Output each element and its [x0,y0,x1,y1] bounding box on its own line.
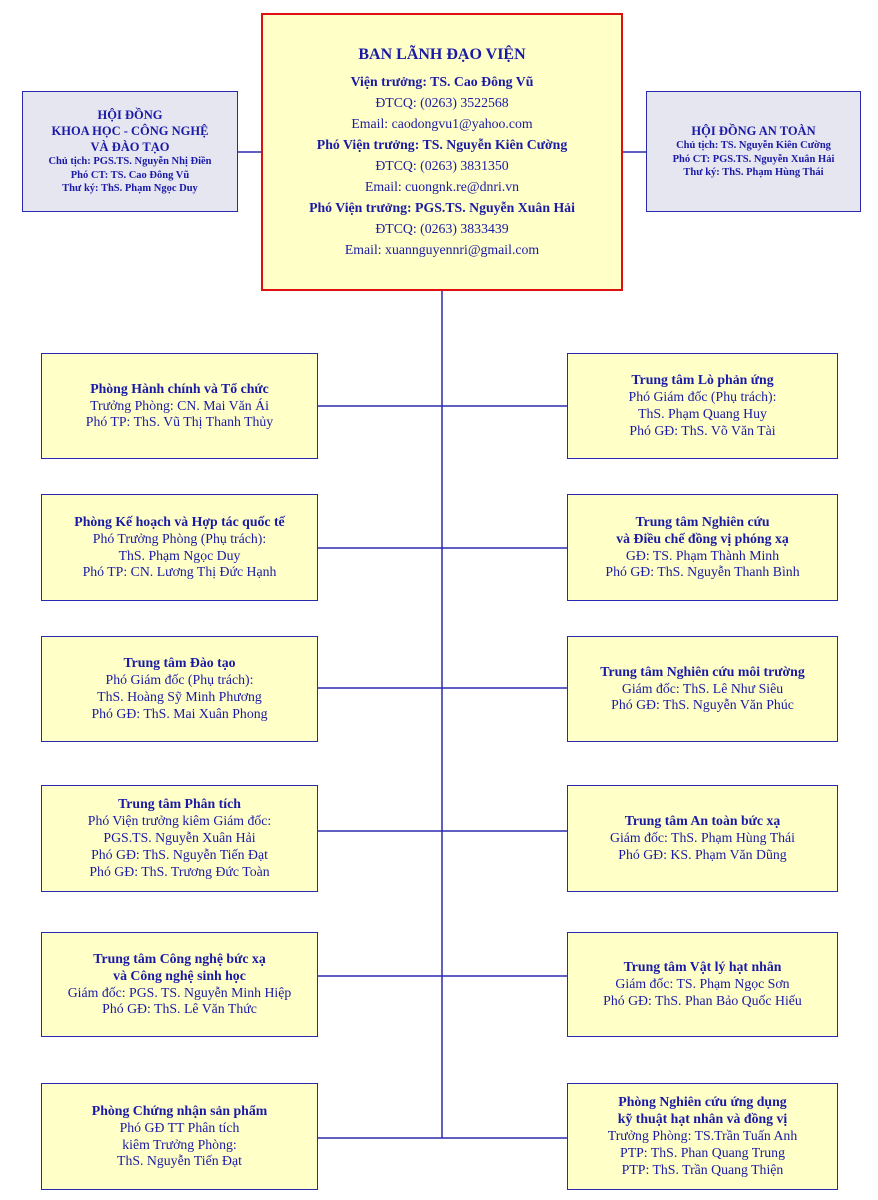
unit-training-center: Trung tâm Đào tạo Phó Giám đốc (Phụ trác… [41,636,318,742]
unit-analysis-center: Trung tâm Phân tích Phó Viện trưởng kiêm… [41,785,318,892]
unit-title: Trung tâm Nghiên cứu [635,513,770,529]
unit-line: kiêm Trưởng Phòng: [122,1136,237,1152]
deputy-2-phone: ĐTCQ: (0263) 3833439 [375,220,509,236]
unit-line: Giám đốc: ThS. Lê Như Siêu [621,680,784,696]
unit-line: Trưởng Phòng: CN. Mai Văn Ái [90,397,269,413]
deputy-1-email: Email: cuongnk.re@dnri.vn [364,178,520,194]
deputy-2-email: Email: xuannguyennri@gmail.com [344,241,540,257]
unit-line: Phó GĐ: ThS. Nguyễn Tiến Đạt [91,846,268,862]
unit-radiation-safety-center: Trung tâm An toàn bức xạ Giám đốc: ThS. … [567,785,838,892]
science-council-chair: Chủ tịch: PGS.TS. Nguyễn Nhị Điền [48,156,212,168]
unit-title: Trung tâm Đào tạo [123,655,236,671]
deputy-1-phone: ĐTCQ: (0263) 3831350 [375,157,509,173]
unit-line: Phó GĐ: ThS. Mai Xuân Phong [91,705,268,721]
unit-environment-center: Trung tâm Nghiên cứu môi trường Giám đốc… [567,636,838,742]
unit-line: Phó Giám đốc (Phụ trách): [105,672,254,688]
unit-admin-office: Phòng Hành chính và Tổ chức Trưởng Phòng… [41,353,318,459]
unit-line: ThS. Phạm Quang Huy [638,406,767,421]
unit-title: và Điều chế đồng vị phóng xạ [616,530,789,546]
unit-title: Phòng Chứng nhận sản phẩm [91,1102,268,1118]
deputy-1-line: Phó Viện trưởng: TS. Nguyễn Kiên Cường [316,136,568,152]
safety-council-box: HỘI ĐỒNG AN TOÀN Chủ tịch: TS. Nguyễn Ki… [646,91,861,212]
unit-line: Phó GĐ: ThS. Phan Bảo Quốc Hiếu [603,992,802,1008]
unit-isotope-center: Trung tâm Nghiên cứu và Điều chế đồng vị… [567,494,838,601]
unit-line: Phó GĐ: ThS. Nguyễn Thanh Bình [605,564,800,580]
unit-line: Trưởng Phòng: TS.Trần Tuấn Anh [607,1128,798,1144]
unit-line: Phó GĐ: ThS. Nguyễn Văn Phúc [611,697,794,713]
unit-line: Phó Giám đốc (Phụ trách): [628,389,777,405]
unit-line: GĐ: TS. Phạm Thành Minh [625,547,780,563]
unit-line: Giám đốc: PGS. TS. Nguyễn Minh Hiệp [67,984,292,1000]
unit-line: Phó GĐ: ThS. Lê Văn Thức [102,1001,257,1017]
unit-line: Phó GĐ: KS. Phạm Văn Dũng [618,846,787,862]
unit-reactor-center: Trung tâm Lò phản ứng Phó Giám đốc (Phụ … [567,353,838,459]
unit-title: Phòng Nghiên cứu ứng dụng [618,1094,787,1110]
unit-line: PTP: ThS. Trần Quang Thiện [621,1161,784,1177]
unit-line: ThS. Hoàng Sỹ Minh Phương [97,689,262,704]
unit-radiation-biotech-center: Trung tâm Công nghệ bức xạ và Công nghệ … [41,932,318,1037]
science-council-title-1: HỘI ĐỒNG [97,108,163,123]
unit-line: Phó GĐ: ThS. Võ Văn Tài [629,422,776,438]
unit-line: Phó Trưởng Phòng (Phụ trách): [92,530,267,546]
unit-planning-office: Phòng Kế hoạch và Hợp tác quốc tế Phó Tr… [41,494,318,601]
unit-line: Phó TP: ThS. Vũ Thị Thanh Thủy [85,414,274,430]
science-council-title-2: KHOA HỌC - CÔNG NGHỆ [51,124,209,139]
unit-line: Giám đốc: ThS. Phạm Hùng Thái [610,830,795,846]
safety-council-secretary: Thư ký: ThS. Phạm Hùng Thái [683,167,824,179]
science-council-vice: Phó CT: TS. Cao Đông Vũ [70,169,190,181]
safety-council-vice: Phó CT: PGS.TS. Nguyễn Xuân Hải [672,153,835,165]
science-council-box: HỘI ĐỒNG KHOA HỌC - CÔNG NGHỆ VÀ ĐÀO TẠO… [22,91,238,212]
unit-line: PTP: ThS. Phan Quang Trung [620,1144,785,1160]
unit-title: Trung tâm Phân tích [118,796,241,812]
unit-certification-office: Phòng Chứng nhận sản phẩm Phó GĐ TT Phân… [41,1083,318,1190]
unit-line: ThS. Phạm Ngọc Duy [118,547,241,563]
science-council-secretary: Thư ký: ThS. Phạm Ngọc Duy [62,183,198,195]
science-council-title-3: VÀ ĐÀO TẠO [90,140,170,155]
unit-title: Trung tâm Lò phản ứng [631,372,774,388]
safety-council-title: HỘI ĐỒNG AN TOÀN [691,124,816,139]
leadership-title: BAN LÃNH ĐẠO VIỆN [358,46,526,64]
deputy-2-line: Phó Viện trưởng: PGS.TS. Nguyễn Xuân Hải [309,199,575,215]
leadership-box: BAN LÃNH ĐẠO VIỆN Viện trưởng: TS. Cao Đ… [261,13,623,291]
unit-title: Phòng Hành chính và Tổ chức [90,380,269,396]
director-email: Email: caodongvu1@yahoo.com [351,115,533,131]
director-phone: ĐTCQ: (0263) 3522568 [375,94,509,110]
unit-line: Phó TP: CN. Lương Thị Đức Hạnh [82,564,277,580]
unit-nuclear-physics-center: Trung tâm Vật lý hạt nhân Giám đốc: TS. … [567,932,838,1037]
unit-title: và Công nghệ sinh học [113,967,246,983]
director-line: Viện trưởng: TS. Cao Đông Vũ [350,73,534,89]
unit-line: Phó Viện trưởng kiêm Giám đốc: [87,813,272,829]
safety-council-chair: Chủ tịch: TS. Nguyễn Kiên Cường [676,140,831,152]
unit-line: Giám đốc: TS. Phạm Ngọc Sơn [615,976,790,992]
unit-applied-research-office: Phòng Nghiên cứu ứng dụng kỹ thuật hạt n… [567,1083,838,1190]
unit-title: kỹ thuật hạt nhân và đồng vị [617,1111,788,1127]
unit-title: Trung tâm Nghiên cứu môi trường [600,663,805,679]
unit-title: Phòng Kế hoạch và Hợp tác quốc tế [74,513,285,529]
unit-line: PGS.TS. Nguyễn Xuân Hải [103,830,256,846]
unit-line: Phó GĐ TT Phân tích [119,1119,240,1135]
unit-title: Trung tâm An toàn bức xạ [624,813,781,829]
unit-line: ThS. Nguyễn Tiến Đạt [117,1153,242,1169]
unit-line: Phó GĐ: ThS. Trương Đức Toàn [89,863,270,879]
unit-title: Trung tâm Vật lý hạt nhân [623,959,782,975]
unit-title: Trung tâm Công nghệ bức xạ [93,950,266,966]
